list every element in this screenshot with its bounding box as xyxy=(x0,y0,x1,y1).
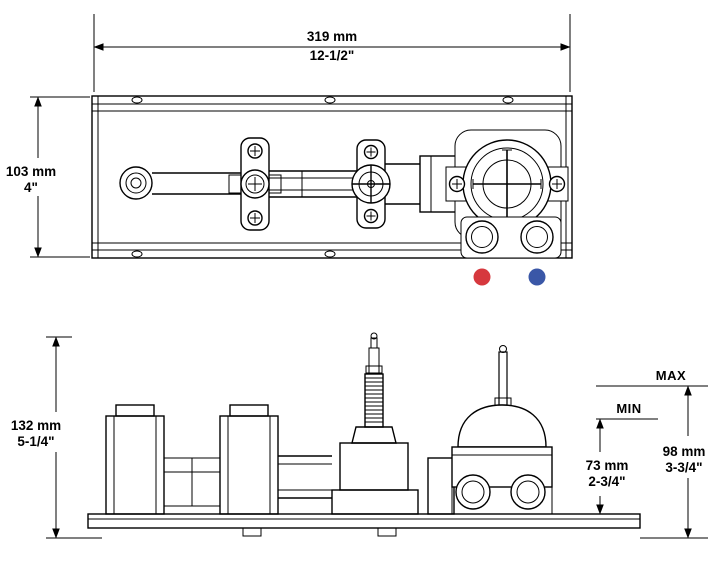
screw-icon xyxy=(247,143,263,159)
yoke-bracket xyxy=(163,457,221,507)
mounting-hole xyxy=(131,250,143,258)
top-view xyxy=(91,95,573,286)
side-view-dimensions xyxy=(46,336,708,539)
cold-supply-boss xyxy=(510,474,546,510)
valve-station-2 xyxy=(351,139,391,229)
stem xyxy=(498,351,508,406)
cold-supply-port xyxy=(520,220,554,254)
min-depth-mm-label: 73 mm xyxy=(586,458,629,473)
overall-height-mm-label: 132 mm xyxy=(11,418,61,433)
pipe-section-1 xyxy=(152,172,241,195)
screw-icon xyxy=(247,210,263,226)
mounting-hole xyxy=(324,96,336,104)
middle-valve-profile xyxy=(331,332,419,515)
valve-body-profile-2 xyxy=(219,404,279,515)
side-view xyxy=(87,332,641,537)
left-supply-fitting xyxy=(119,166,153,200)
supply-ports xyxy=(460,216,562,259)
top-view-dimensions xyxy=(30,14,571,258)
min-depth-in-label: 2-3/4" xyxy=(588,474,625,489)
hot-supply-boss xyxy=(455,474,491,510)
thermostatic-valve-profile xyxy=(451,345,553,515)
width-dim-mm-label: 319 mm xyxy=(307,29,357,44)
screw-icon xyxy=(363,208,379,224)
hot-indicator xyxy=(473,268,491,286)
mounting-hole xyxy=(502,96,514,104)
thermostatic-valve xyxy=(445,129,569,239)
max-depth-in-label: 3-3/4" xyxy=(665,460,702,475)
hot-supply-port xyxy=(465,220,499,254)
connector-block xyxy=(427,457,455,515)
base-plate xyxy=(87,513,641,537)
overall-height-in-label: 5-1/4" xyxy=(17,434,54,449)
bolt-head xyxy=(377,527,397,537)
height-dim-in-label: 4" xyxy=(24,180,38,195)
bolt-head xyxy=(242,527,262,537)
pipe-section-2 xyxy=(269,170,357,198)
mounting-hole xyxy=(324,250,336,258)
valve-body-profile-1 xyxy=(105,404,165,515)
mounting-hole xyxy=(131,96,143,104)
min-label: MIN xyxy=(616,401,641,416)
valve-station-1 xyxy=(228,137,282,231)
cold-indicator xyxy=(528,268,546,286)
width-dim-in-label: 12-1/2" xyxy=(310,48,355,63)
valve-dome xyxy=(457,404,547,448)
max-label: MAX xyxy=(656,368,686,383)
max-depth-mm-label: 98 mm xyxy=(663,444,706,459)
screw-icon xyxy=(363,144,379,160)
height-dim-mm-label: 103 mm xyxy=(6,164,56,179)
pipe-profile xyxy=(278,455,332,499)
